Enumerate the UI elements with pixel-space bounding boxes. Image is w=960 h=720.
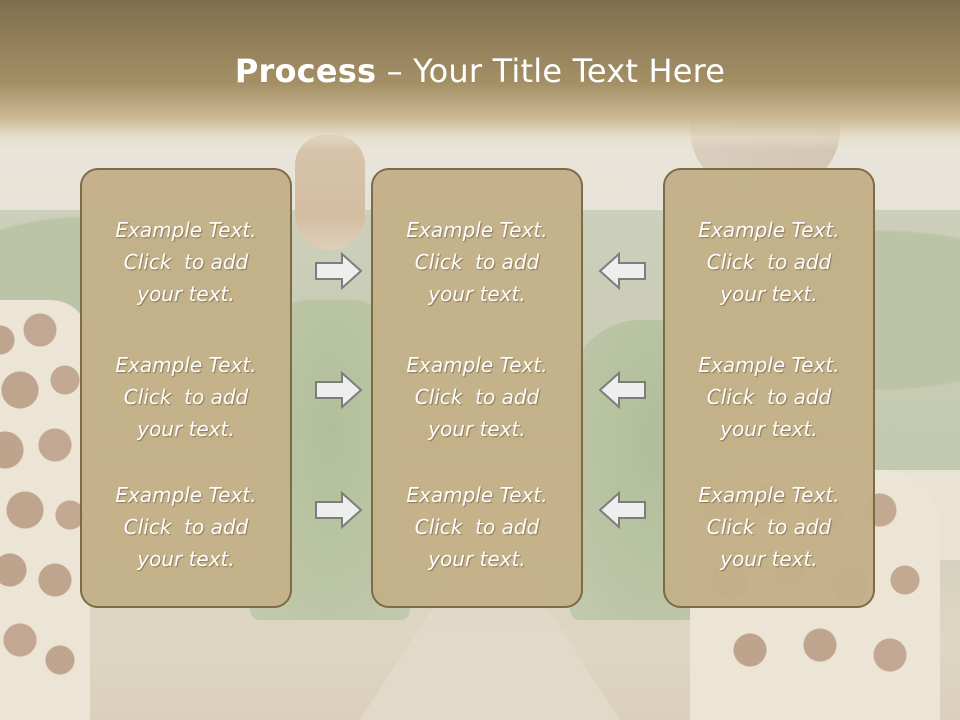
text-block[interactable]: Example Text. Click to add your text. — [373, 214, 581, 310]
arrow-right-icon[interactable] — [314, 251, 364, 291]
text-line: Click to add — [123, 250, 249, 274]
arrow-right-icon[interactable] — [314, 490, 364, 530]
text-block[interactable]: Example Text. Click to add your text. — [82, 479, 290, 575]
text-line: Example Text. — [406, 483, 548, 507]
text-line: your text. — [720, 282, 818, 306]
text-line: Click to add — [414, 385, 540, 409]
text-line: your text. — [137, 282, 235, 306]
text-line: Click to add — [123, 515, 249, 539]
text-line: Click to add — [414, 515, 540, 539]
text-block[interactable]: Example Text. Click to add your text. — [665, 479, 873, 575]
text-block[interactable]: Example Text. Click to add your text. — [373, 349, 581, 445]
text-line: Click to add — [706, 250, 832, 274]
arrow-left-icon[interactable] — [597, 490, 647, 530]
text-line: your text. — [720, 417, 818, 441]
process-column-1[interactable]: Example Text. Click to add your text. Ex… — [80, 168, 292, 608]
process-column-3[interactable]: Example Text. Click to add your text. Ex… — [663, 168, 875, 608]
slide-title[interactable]: Process – Your Title Text Here — [0, 52, 960, 90]
text-line: Click to add — [706, 385, 832, 409]
text-line: Example Text. — [698, 353, 840, 377]
text-line: Example Text. — [698, 218, 840, 242]
text-line: your text. — [428, 417, 526, 441]
giraffe-left — [0, 300, 90, 720]
text-line: your text. — [428, 547, 526, 571]
text-line: your text. — [720, 547, 818, 571]
text-block[interactable]: Example Text. Click to add your text. — [665, 214, 873, 310]
text-line: Click to add — [706, 515, 832, 539]
title-bold: Process — [234, 52, 377, 90]
text-line: Example Text. — [406, 353, 548, 377]
text-line: Click to add — [414, 250, 540, 274]
text-line: Example Text. — [115, 483, 257, 507]
process-column-2[interactable]: Example Text. Click to add your text. Ex… — [371, 168, 583, 608]
arrow-left-icon[interactable] — [597, 370, 647, 410]
giraffe-head — [295, 135, 365, 250]
text-block[interactable]: Example Text. Click to add your text. — [373, 479, 581, 575]
title-rest: – Your Title Text Here — [376, 52, 726, 90]
text-line: Example Text. — [698, 483, 840, 507]
arrow-right-icon[interactable] — [314, 370, 364, 410]
title-band: Process – Your Title Text Here — [0, 0, 960, 150]
text-block[interactable]: Example Text. Click to add your text. — [82, 214, 290, 310]
text-line: Example Text. — [406, 218, 548, 242]
arrow-left-icon[interactable] — [597, 251, 647, 291]
text-block[interactable]: Example Text. Click to add your text. — [82, 349, 290, 445]
text-line: Example Text. — [115, 218, 257, 242]
text-line: Example Text. — [115, 353, 257, 377]
text-line: your text. — [428, 282, 526, 306]
text-line: Click to add — [123, 385, 249, 409]
text-line: your text. — [137, 417, 235, 441]
text-block[interactable]: Example Text. Click to add your text. — [665, 349, 873, 445]
text-line: your text. — [137, 547, 235, 571]
